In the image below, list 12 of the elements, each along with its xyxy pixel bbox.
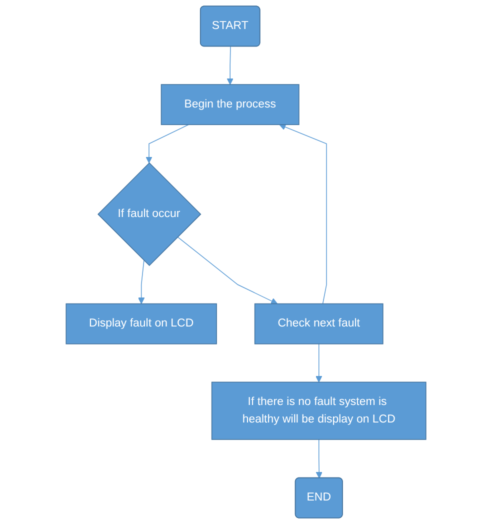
node-box: Display fault on LCD xyxy=(66,303,218,344)
arrow xyxy=(316,439,323,478)
node-diamond: If fault occur xyxy=(98,162,202,266)
arrow xyxy=(316,344,323,382)
arrow xyxy=(138,260,146,304)
node-box: Begin the process xyxy=(161,84,300,126)
node-box: Check next fault xyxy=(254,303,384,344)
arrow xyxy=(178,236,278,304)
node-box: If there is no fault system is healthy will be display on LCD xyxy=(212,382,427,440)
arrow xyxy=(280,124,328,304)
arrow xyxy=(146,124,190,164)
arrow xyxy=(227,46,234,85)
